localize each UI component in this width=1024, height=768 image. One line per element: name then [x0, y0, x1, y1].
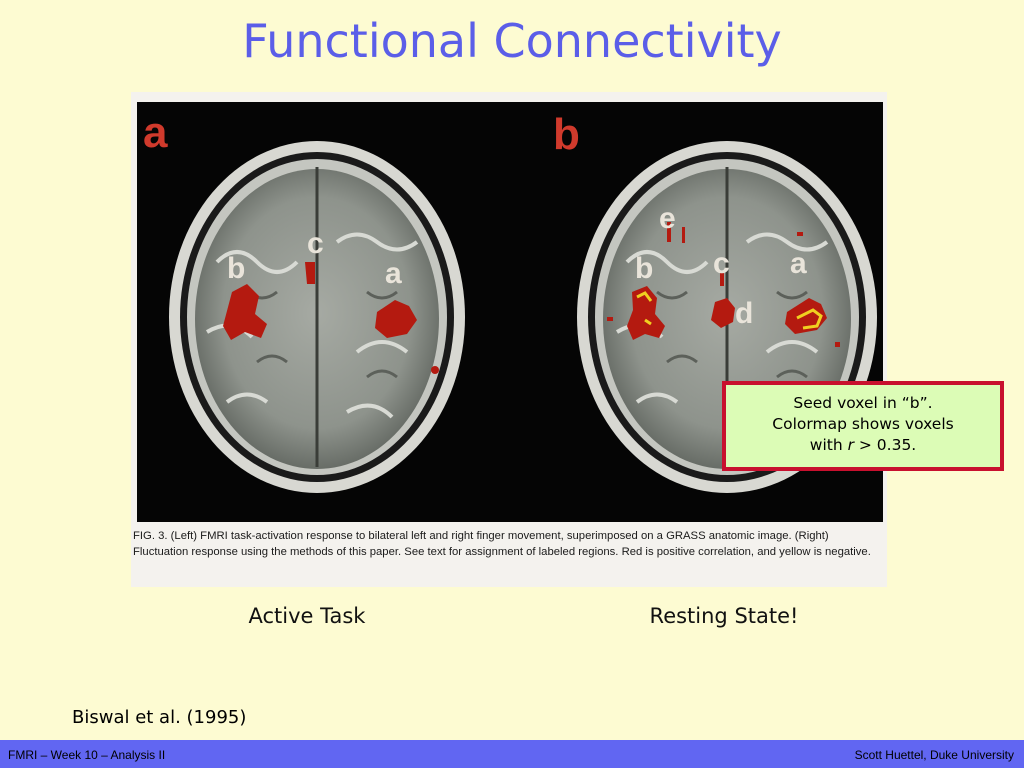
region-label-b-b: b	[635, 252, 654, 285]
region-label-b-e: e	[659, 202, 676, 235]
region-label-a-b: b	[227, 252, 246, 285]
mri-scan-panel: a b c b a e b c a d	[137, 102, 883, 522]
note-line-1: Seed voxel in “b”.	[793, 394, 933, 412]
panel-letter-a: a	[143, 108, 168, 157]
label-active-task: Active Task	[248, 604, 366, 628]
region-label-a-a: a	[385, 257, 402, 290]
figure-caption: FIG. 3. (Left) FMRI task-activation resp…	[133, 530, 871, 558]
panel-letter-b: b	[553, 110, 580, 159]
citation: Biswal et al. (1995)	[72, 707, 247, 728]
note-line-3-prefix: with	[809, 436, 848, 454]
footer-right: Scott Huettel, Duke University	[854, 748, 1014, 762]
seed-voxel-note: Seed voxel in “b”. Colormap shows voxels…	[722, 381, 1004, 471]
region-label-b-c: c	[713, 247, 730, 280]
note-line-3-suffix: > 0.35.	[853, 436, 917, 454]
footer-left: FMRI – Week 10 – Analysis II	[8, 748, 166, 762]
figure: a b c b a e b c a d FIG. 3. (Left) FMRI …	[131, 92, 887, 587]
region-label-b-d: d	[735, 297, 754, 330]
note-r-variable: r	[847, 436, 854, 454]
mri-scans-image	[169, 141, 877, 493]
slide-title: Functional Connectivity	[242, 14, 782, 68]
region-label-a-c: c	[307, 227, 324, 260]
note-line-2: Colormap shows voxels	[772, 415, 954, 433]
label-resting-state: Resting State!	[649, 604, 799, 628]
footer-bar: FMRI – Week 10 – Analysis II Scott Huett…	[0, 740, 1024, 768]
region-label-b-a: a	[790, 247, 807, 280]
brain-scan-b	[577, 141, 877, 493]
brain-scan-a	[169, 141, 465, 493]
note-line-3: with r > 0.35.	[726, 435, 1000, 456]
